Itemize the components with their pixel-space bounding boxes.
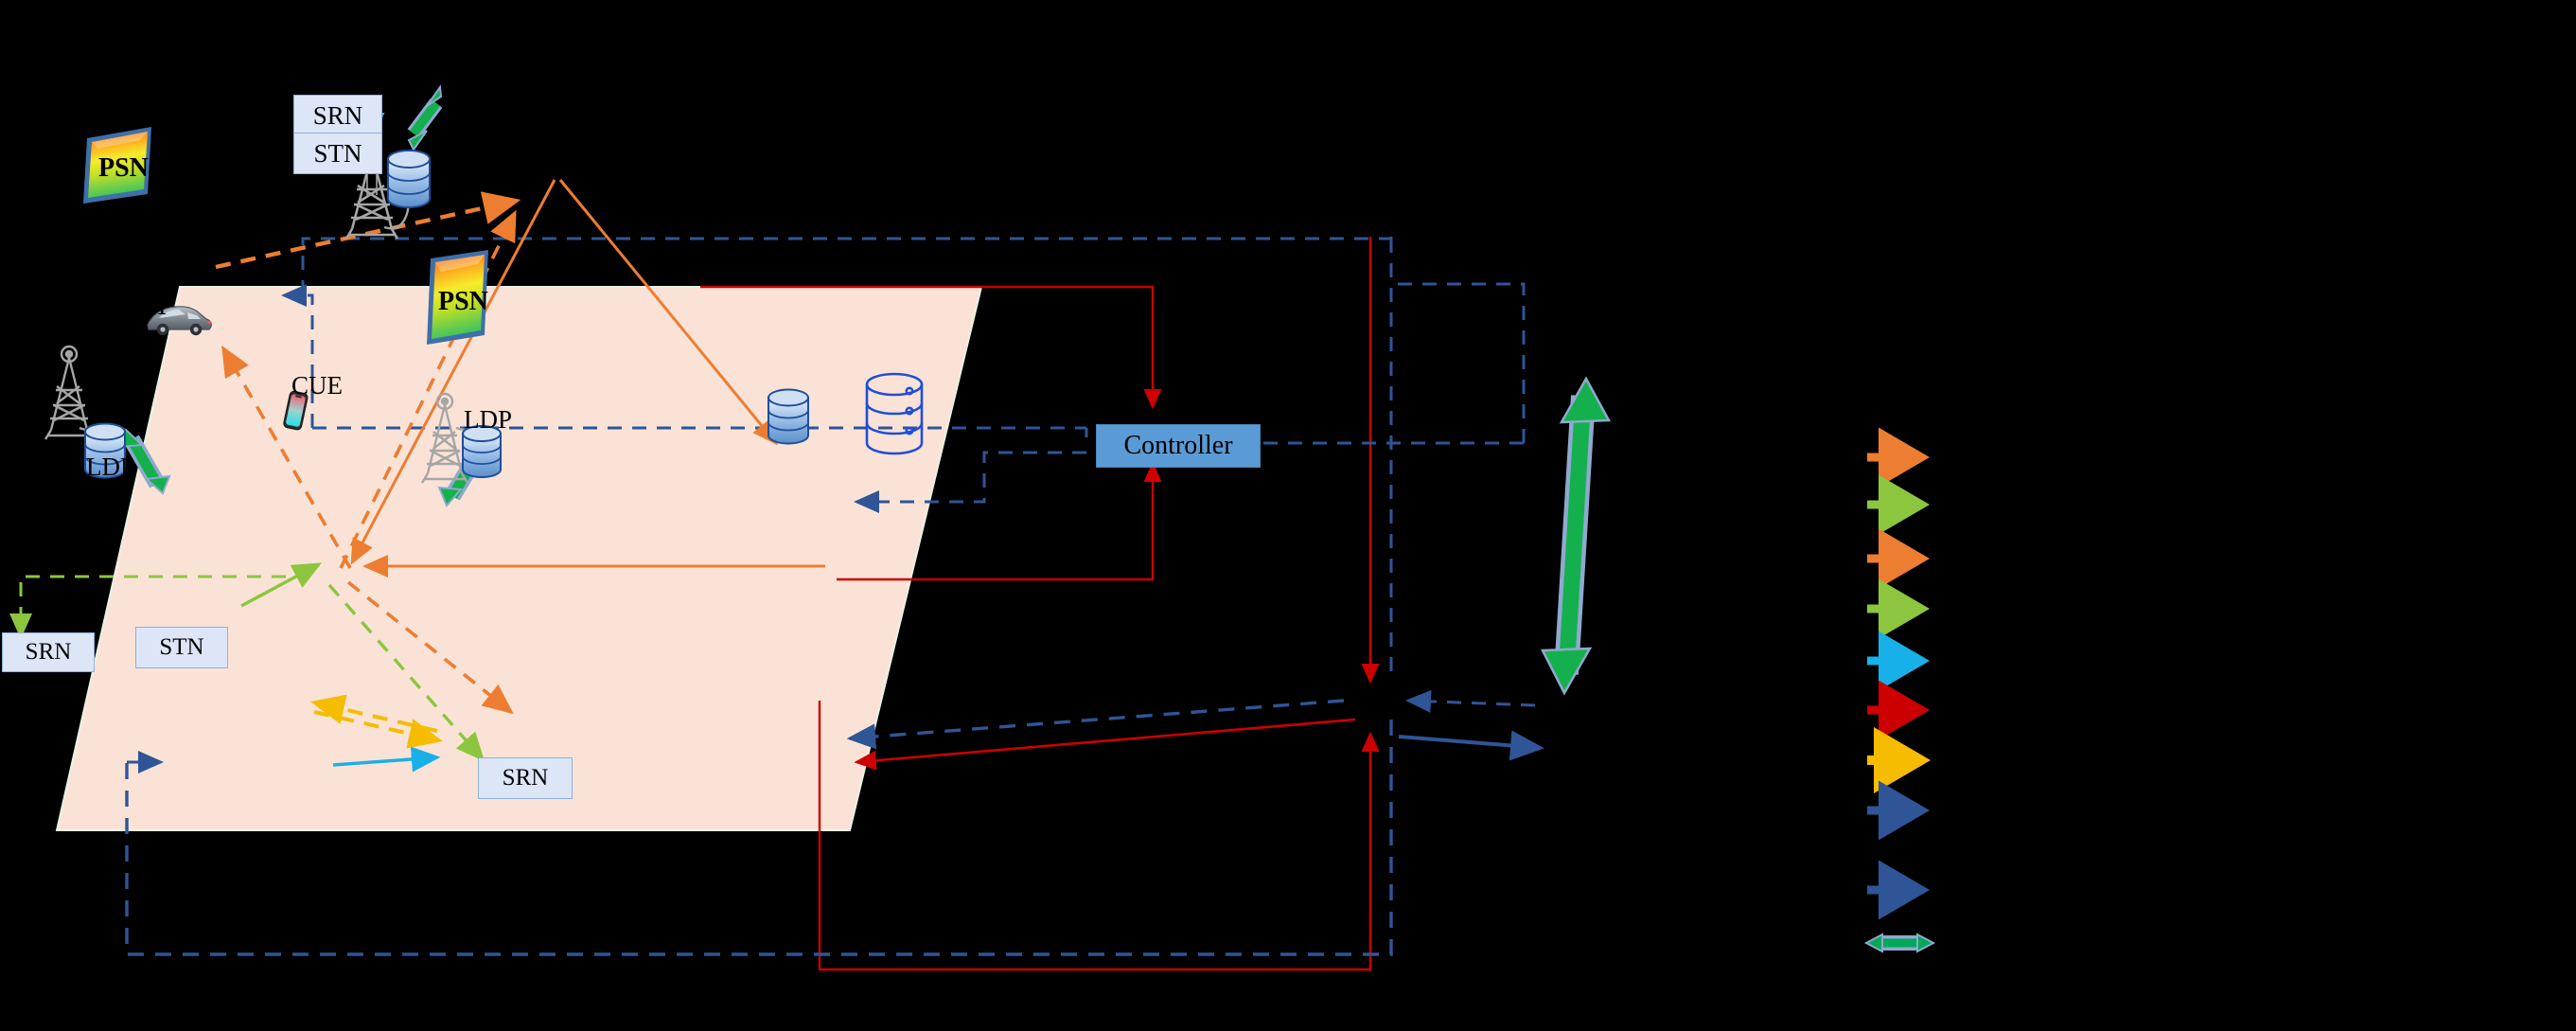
orange-dash-spt-to-psn-topleft: [221, 345, 352, 569]
psn-mid-right-label: PSN: [438, 287, 488, 317]
legend-item-10[interactable]: [1863, 933, 1936, 953]
navy-dash-db-core-to-ldpright: [846, 699, 1345, 750]
db-core-large-icon: [865, 372, 924, 455]
spt-car-icon: [147, 306, 212, 336]
green-bidir-arrow-top: [407, 84, 443, 151]
node-label: Controller: [1123, 431, 1233, 460]
caption-text: LDP: [464, 405, 513, 434]
green-stn-left-to-spt: [240, 562, 322, 608]
cue-caption: CUE: [291, 371, 343, 400]
psn-mid-right-icon: [427, 250, 488, 345]
red-path-controller-bottom: [837, 461, 1162, 581]
red-path-ldp-core-to-ldpright: [854, 718, 1356, 771]
red-path-controller-top: [700, 285, 1162, 410]
node-srn-center[interactable]: SRN: [478, 757, 573, 799]
ldp-right-caption: LDP: [464, 405, 512, 435]
node-label: SRN: [25, 639, 72, 665]
navy-dash-psn-top-left-feed: [301, 237, 1393, 295]
orange-dash-spt-to-cue: [346, 580, 514, 715]
node-label: SRN: [502, 765, 549, 791]
caption-text: CUE: [291, 371, 343, 400]
psn-top-left-icon: [83, 127, 151, 204]
navy-dash-right-riser: [1391, 282, 1526, 443]
ldp-left-caption: LDP: [86, 453, 134, 482]
orange-stn-to-psn-mid: [558, 179, 778, 446]
node-label: STN: [313, 138, 362, 168]
green-dash-spt-to-srn-center: [327, 583, 485, 762]
db-core-small-icon: [768, 388, 809, 445]
navy-dash-to-psn-topleft: [281, 284, 314, 428]
tower-right-icon: [420, 392, 469, 484]
green-dash-to-srn-left: [9, 575, 286, 639]
node-stn-top[interactable]: STN: [293, 133, 382, 174]
cyan-srn-center-to-tower-right: [332, 746, 441, 773]
navy-dash-core-db-feedback: [1405, 689, 1536, 713]
node-label: SRN: [312, 100, 363, 130]
yellow-dash-tower-to-cue: [310, 694, 438, 733]
caption-text: SPT: [126, 292, 170, 320]
orange-stn-to-spt: [350, 179, 556, 565]
db-top-icon: [387, 150, 431, 208]
navy-solid-core-db-forward: [1398, 730, 1544, 761]
navy-dash-controller-to-psn-mid: [854, 451, 1086, 513]
cue-phone-icon: [283, 390, 309, 431]
psn-top-left-label: PSN: [98, 153, 149, 184]
db-ldp-right-icon: [462, 425, 502, 478]
node-srn-top[interactable]: SRN: [293, 95, 382, 136]
navy-dash-bottom-loop: [125, 720, 1393, 956]
yellow-dash-cue-to-tower: [313, 710, 443, 749]
red-path-ldp-right-vertical: [818, 701, 1380, 971]
psn-label-text: PSN: [98, 153, 149, 183]
green-bidir-arrow-core-db: [1540, 376, 1612, 696]
node-stn-left[interactable]: STN: [135, 627, 228, 668]
db-ldp-left-icon: [84, 422, 126, 479]
psn-label-text: PSN: [438, 287, 488, 316]
node-controller[interactable]: Controller: [1096, 424, 1261, 468]
caption-text: LDP: [86, 453, 135, 481]
node-label: STN: [159, 634, 204, 660]
spt-caption: SPT: [126, 292, 170, 321]
node-srn-left-outside[interactable]: SRN: [2, 632, 95, 672]
